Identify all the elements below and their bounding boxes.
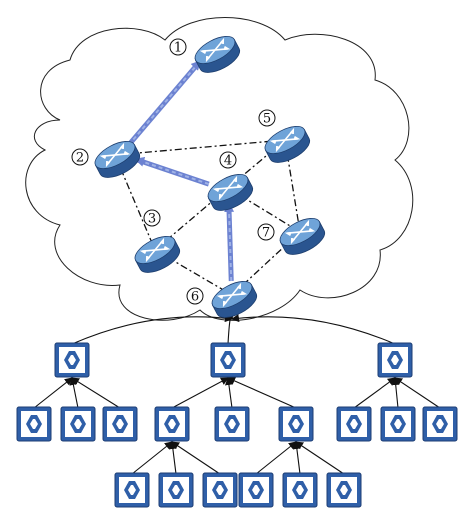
router-label-6: 6 xyxy=(186,287,204,305)
tree-link-B3c xyxy=(295,441,345,475)
sensor-node-icon xyxy=(102,406,138,442)
router-number-3: 3 xyxy=(148,212,156,227)
router-number-2: 2 xyxy=(76,151,84,166)
tree-link-B2 xyxy=(224,377,233,409)
router-label-3: 3 xyxy=(143,209,161,227)
route-arrow-dash-2-1 xyxy=(128,60,201,146)
sensor-node-icon xyxy=(154,406,190,442)
sensor-tree-links xyxy=(33,311,441,475)
tree-link-A3 xyxy=(71,377,121,409)
tree-link-B1b xyxy=(168,441,177,475)
router-number-1: 1 xyxy=(174,41,182,56)
sensor-node-icon xyxy=(380,406,416,442)
router-icon-6 xyxy=(211,281,258,318)
sensor-node-icon xyxy=(336,406,372,442)
router-number-7: 7 xyxy=(262,226,270,241)
routers xyxy=(94,36,326,318)
route-arrows xyxy=(126,59,235,282)
tree-link-B3 xyxy=(227,377,297,409)
tree-link-A1 xyxy=(33,377,73,409)
tree-link-C2 xyxy=(391,377,400,409)
sensor-node-icon xyxy=(326,472,362,508)
tree-link-B1a xyxy=(131,441,173,475)
router-number-4: 4 xyxy=(224,154,232,169)
route-arrow-dash-6-4 xyxy=(227,203,233,282)
router-icon-7 xyxy=(279,218,326,255)
tree-link-C1 xyxy=(353,377,396,409)
tree-link-A xyxy=(71,314,233,345)
sensor-node-icon xyxy=(114,472,150,508)
tree-link-C xyxy=(231,314,396,345)
sensor-nodes xyxy=(16,342,458,508)
mesh-link-4-7 xyxy=(227,187,301,233)
tree-link-B3a xyxy=(255,441,297,475)
router-label-4: 4 xyxy=(219,151,237,169)
sensor-node-icon xyxy=(422,406,458,442)
sensor-node-icon xyxy=(16,406,52,442)
tree-link-C3 xyxy=(394,377,441,409)
sensor-node-icon xyxy=(158,472,194,508)
router-number-6: 6 xyxy=(191,290,199,305)
router-label-7: 7 xyxy=(257,223,275,241)
sensor-node-icon xyxy=(214,406,250,442)
sensor-node-icon xyxy=(377,342,413,378)
router-icon-3 xyxy=(134,236,181,273)
sensor-node-icon xyxy=(238,472,274,508)
router-label-5: 5 xyxy=(258,109,276,127)
sensor-node-icon xyxy=(278,406,314,442)
sensor-node-icon xyxy=(60,406,96,442)
router-label-1: 1 xyxy=(169,38,187,56)
sensor-node-icon xyxy=(210,342,246,378)
router-icon-2 xyxy=(94,141,141,178)
sensor-node-icon xyxy=(202,472,238,508)
router-labels: 1 2 3 4 5 6 7 xyxy=(71,38,276,305)
mesh-link-2-5 xyxy=(114,139,286,156)
route-arrow-dash-4-2 xyxy=(135,158,210,186)
router-icon-5 xyxy=(264,126,311,163)
router-number-5: 5 xyxy=(263,112,271,127)
router-icon-1 xyxy=(194,36,241,73)
router-label-2: 2 xyxy=(71,148,89,166)
tree-link-B1c xyxy=(171,441,221,475)
sensor-node-icon xyxy=(54,342,90,378)
router-icon-4 xyxy=(207,174,254,211)
tree-link-B1 xyxy=(171,377,229,409)
tree-link-B3b xyxy=(292,441,301,475)
sensor-node-icon xyxy=(282,472,318,508)
tree-link-A2 xyxy=(69,377,79,409)
